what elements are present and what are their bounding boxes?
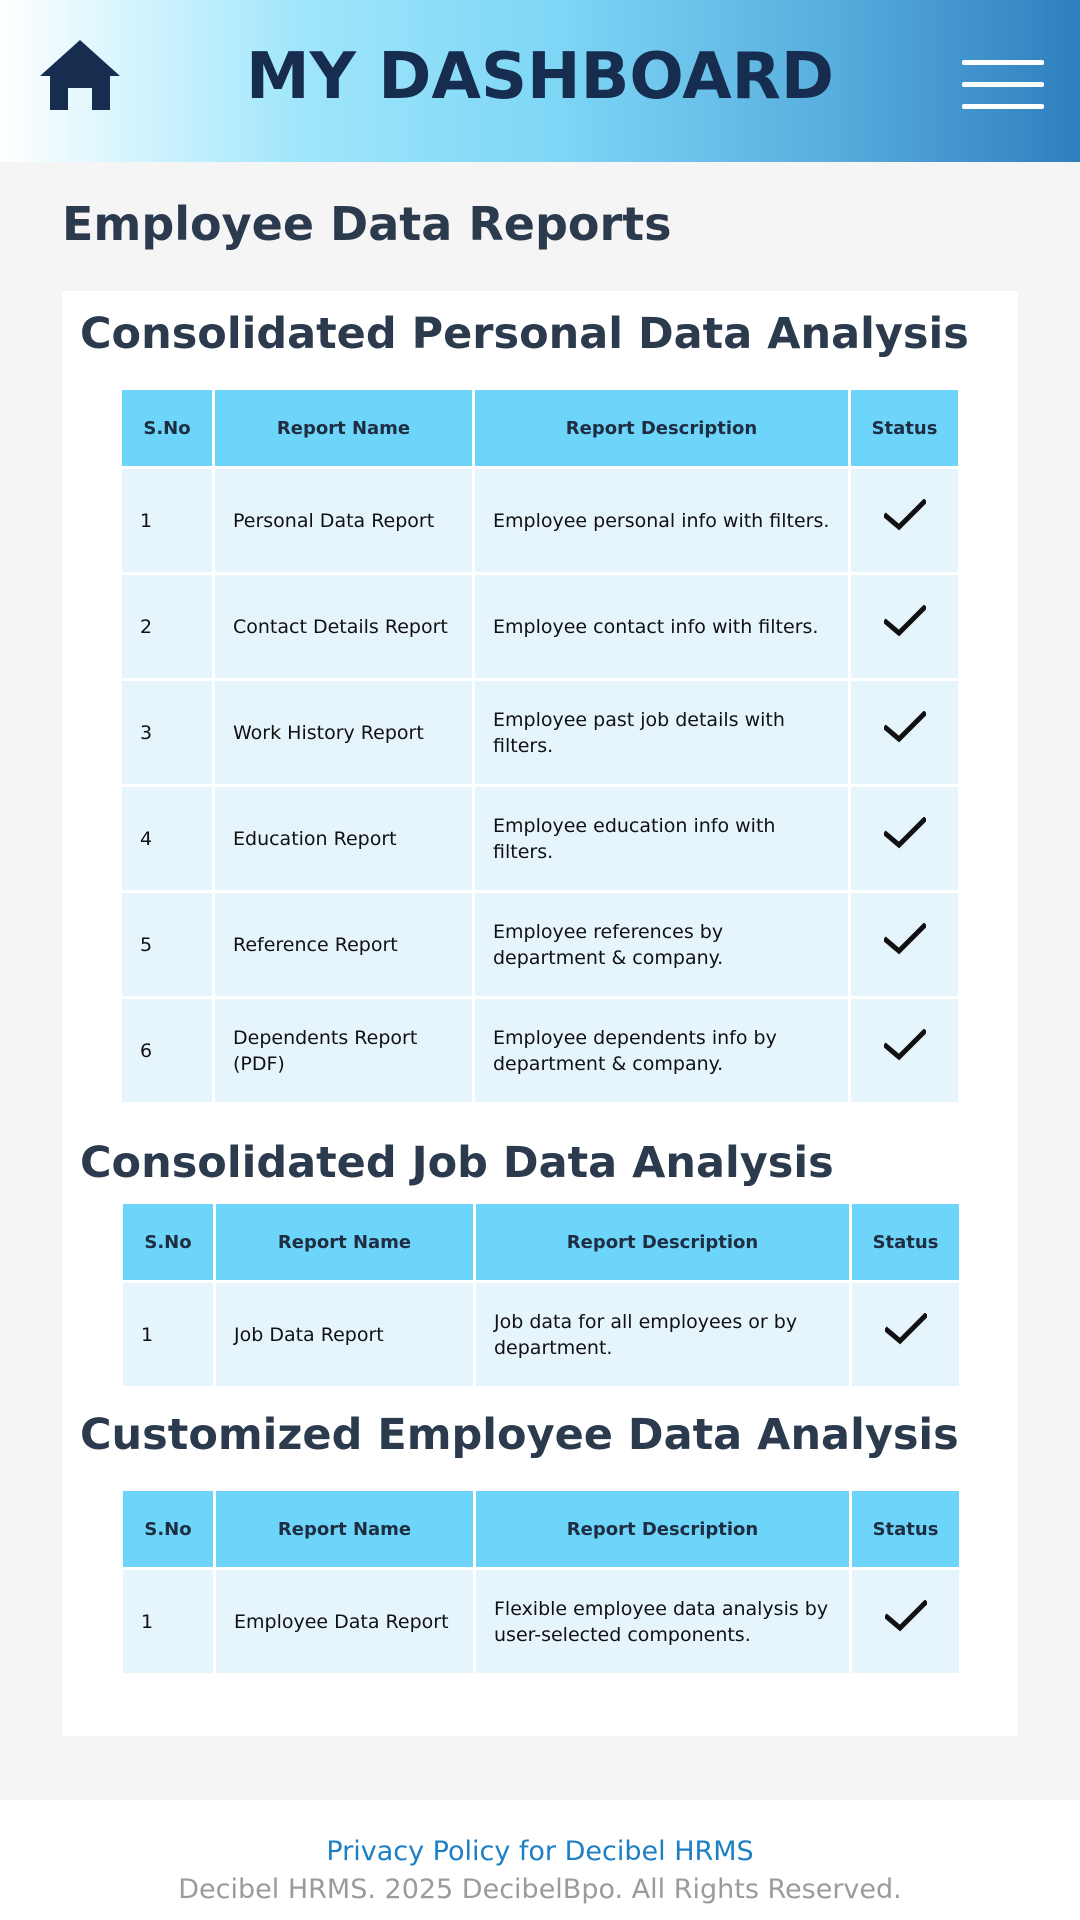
cell-report-name: Dependents Report (PDF) xyxy=(215,999,472,1102)
cell-report-description: Flexible employee data analysis by user-… xyxy=(476,1570,849,1673)
cell-sno: 6 xyxy=(122,999,212,1102)
cell-report-name: Work History Report xyxy=(215,681,472,784)
cell-report-description: Employee education info with filters. xyxy=(475,787,848,890)
cell-status xyxy=(851,893,958,996)
column-header-status: Status xyxy=(852,1491,959,1567)
column-header-report-name: Report Name xyxy=(215,390,472,466)
section-heading-job: Consolidated Job Data Analysis xyxy=(80,1138,834,1188)
cell-report-description: Employee contact info with filters. xyxy=(475,575,848,678)
column-header-report-name: Report Name xyxy=(216,1204,473,1280)
cell-report-description: Employee references by department & comp… xyxy=(475,893,848,996)
column-header-status: Status xyxy=(852,1204,959,1280)
cell-report-description: Job data for all employees or by departm… xyxy=(476,1283,849,1386)
cell-status xyxy=(852,1283,959,1386)
personal-data-table: S.No Report Name Report Description Stat… xyxy=(119,387,961,1105)
column-header-report-description: Report Description xyxy=(475,390,848,466)
cell-sno: 5 xyxy=(122,893,212,996)
cell-report-description: Employee past job details with filters. xyxy=(475,681,848,784)
column-header-sno: S.No xyxy=(123,1491,213,1567)
header-title: MY DASHBOARD xyxy=(245,40,835,114)
privacy-policy-link[interactable]: Privacy Policy for Decibel HRMS xyxy=(326,1836,754,1867)
checkmark-icon xyxy=(851,816,958,849)
cell-report-name: Personal Data Report xyxy=(215,469,472,572)
table-header-row: S.No Report Name Report Description Stat… xyxy=(123,1491,959,1567)
page-title: Employee Data Reports xyxy=(62,197,672,251)
column-header-report-description: Report Description xyxy=(476,1204,849,1280)
checkmark-icon xyxy=(851,710,958,743)
cell-status xyxy=(852,1570,959,1673)
cell-sno: 1 xyxy=(122,469,212,572)
cell-sno: 3 xyxy=(122,681,212,784)
section-heading-personal: Consolidated Personal Data Analysis xyxy=(80,309,969,359)
cell-status xyxy=(851,469,958,572)
column-header-sno: S.No xyxy=(122,390,212,466)
column-header-report-name: Report Name xyxy=(216,1491,473,1567)
checkmark-icon xyxy=(852,1312,959,1345)
column-header-report-description: Report Description xyxy=(476,1491,849,1567)
section-heading-customized: Customized Employee Data Analysis xyxy=(80,1410,959,1460)
page-footer: Privacy Policy for Decibel HRMS Decibel … xyxy=(0,1800,1080,1920)
copyright-text: Decibel HRMS. 2025 DecibelBpo. All Right… xyxy=(178,1874,902,1905)
cell-sno: 1 xyxy=(123,1283,213,1386)
table-header-row: S.No Report Name Report Description Stat… xyxy=(122,390,958,466)
checkmark-icon xyxy=(851,922,958,955)
cell-report-name: Contact Details Report xyxy=(215,575,472,678)
checkmark-icon xyxy=(851,1028,958,1061)
cell-report-description: Employee personal info with filters. xyxy=(475,469,848,572)
table-header-row: S.No Report Name Report Description Stat… xyxy=(123,1204,959,1280)
cell-status xyxy=(851,999,958,1102)
hamburger-menu-icon[interactable] xyxy=(962,58,1044,110)
cell-report-name: Education Report xyxy=(215,787,472,890)
cell-report-description: Employee dependents info by department &… xyxy=(475,999,848,1102)
cell-sno: 2 xyxy=(122,575,212,678)
job-data-table: S.No Report Name Report Description Stat… xyxy=(120,1201,962,1389)
app-header: MY DASHBOARD xyxy=(0,0,1080,162)
cell-status xyxy=(851,575,958,678)
checkmark-icon xyxy=(851,604,958,637)
cell-sno: 1 xyxy=(123,1570,213,1673)
cell-status xyxy=(851,681,958,784)
home-icon[interactable] xyxy=(38,38,122,112)
customized-data-table: S.No Report Name Report Description Stat… xyxy=(120,1488,962,1676)
cell-sno: 4 xyxy=(122,787,212,890)
cell-status xyxy=(851,787,958,890)
cell-report-name: Job Data Report xyxy=(216,1283,473,1386)
column-header-sno: S.No xyxy=(123,1204,213,1280)
column-header-status: Status xyxy=(851,390,958,466)
checkmark-icon xyxy=(851,498,958,531)
cell-report-name: Reference Report xyxy=(215,893,472,996)
checkmark-icon xyxy=(852,1599,959,1632)
cell-report-name: Employee Data Report xyxy=(216,1570,473,1673)
